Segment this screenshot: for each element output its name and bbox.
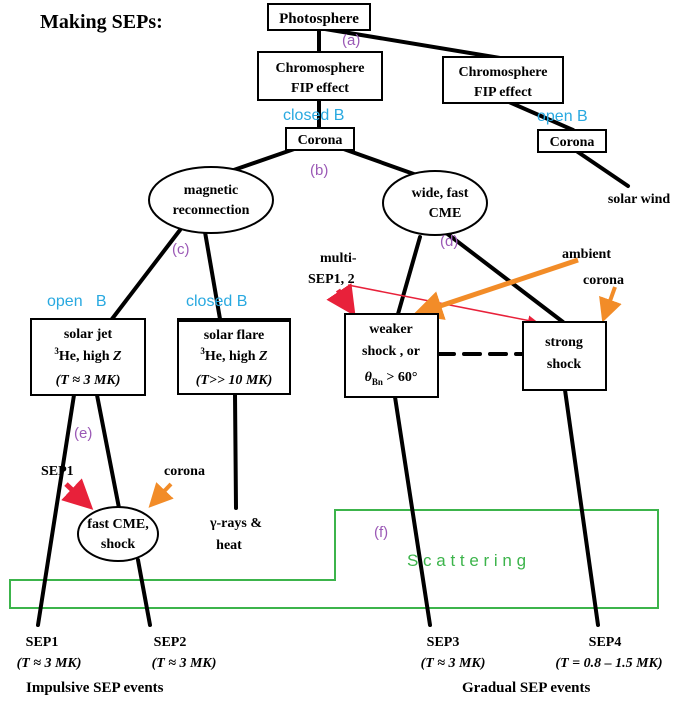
gamma-rays-line2: heat [216,538,242,553]
output-sep4: SEP4 (T = 0.8 – 1.5 MK) [555,635,662,671]
ambient-corona-line2: corona [583,273,624,288]
label-open-b-left: open B [47,293,107,310]
svg-text:3He, high Z: 3He, high Z [200,346,268,364]
svg-text:solar flare: solar flare [204,328,265,343]
svg-text:(T ≈ 3 MK): (T ≈ 3 MK) [152,656,217,671]
red-arrow-multi-sep [326,283,356,317]
svg-text:θBn > 60°: θBn > 60° [365,370,418,387]
footer-impulsive: Impulsive SEP events [26,680,164,696]
svg-text:wide, fast: wide, fast [412,186,469,201]
node-solar-jet: solar jet 3He, high Z (T ≈ 3 MK) [30,318,146,396]
orange-arrow-ambient-weaker [412,257,579,320]
svg-text:Corona: Corona [550,135,595,150]
svg-text:(T ≈ 3 MK): (T ≈ 3 MK) [17,656,82,671]
svg-text:weaker: weaker [369,322,413,337]
output-sep3: SEP3 (T ≈ 3 MK) [421,635,486,671]
svg-text:strong: strong [545,335,583,350]
diagram-title: Making SEPs: [40,11,163,33]
svg-text:reconnection: reconnection [173,203,250,218]
node-corona-right: Corona [537,129,607,153]
svg-text:fast CME,: fast CME, [87,517,148,532]
svg-text:SEP4: SEP4 [589,635,622,650]
svg-text:CME: CME [429,206,462,221]
solar-wind-label: solar wind [608,192,671,207]
svg-text:(T ≈ 3 MK): (T ≈ 3 MK) [56,373,121,388]
svg-text:(T ≈ 3 MK): (T ≈ 3 MK) [421,656,486,671]
node-magnetic-reconnection: magnetic reconnection [148,166,274,234]
svg-text:SEP1: SEP1 [26,635,59,650]
label-c: (c) [172,241,190,258]
gamma-rays-line1: γ-rays & [209,516,262,531]
node-chromosphere-left: Chromosphere FIP effect [257,51,383,101]
svg-text:SEP3: SEP3 [427,635,460,650]
output-sep1: SEP1 (T ≈ 3 MK) [17,635,82,671]
label-b: (b) [310,162,328,179]
scattering-label: S c a t t e r i n g [407,551,526,570]
scattering-region [9,509,659,609]
svg-text:Chromosphere: Chromosphere [276,61,365,76]
node-wide-fast-cme: wide, fast CME [382,170,488,236]
orange-arrow-ambient-strong [599,286,622,323]
red-arrow-sep1-fastcme [61,478,94,510]
node-weaker-shock: weaker shock , or θBn > 60° [344,313,439,398]
svg-text:shock: shock [101,537,135,552]
node-photosphere: Photosphere [267,3,371,31]
svg-text:Chromosphere: Chromosphere [459,65,548,80]
svg-text:SEP2: SEP2 [154,635,187,650]
label-closed-b-left: closed B [186,293,247,310]
node-chromosphere-right: Chromosphere FIP effect [442,56,564,104]
label-d: (d) [440,233,458,250]
svg-text:FIP effect: FIP effect [474,85,532,100]
svg-text:Photosphere: Photosphere [279,11,359,27]
svg-text:shock , or: shock , or [362,344,420,359]
footer-gradual: Gradual SEP events [462,680,591,696]
tree-edges [36,26,630,627]
svg-text:shock: shock [547,357,581,372]
label-e: (e) [74,425,92,442]
label-a: (a) [342,32,360,49]
svg-text:solar jet: solar jet [64,327,113,342]
corona-label: corona [164,464,205,479]
svg-text:magnetic: magnetic [184,183,238,198]
node-solar-flare: solar flare 3He, high Z (T>> 10 MK) [177,318,291,395]
multi-sep-line2: SEP1, 2 [308,272,355,287]
svg-text:3He, high Z: 3He, high Z [54,346,122,364]
svg-text:(T = 0.8 – 1.5 MK): (T = 0.8 – 1.5 MK) [555,656,662,671]
sep1-mid-label: SEP1 [41,464,74,479]
orange-arrow-corona-fastcme [148,482,174,508]
node-strong-shock: strong shock [522,321,607,391]
svg-text:(T>> 10 MK): (T>> 10 MK) [196,373,273,388]
output-sep2: SEP2 (T ≈ 3 MK) [152,635,217,671]
multi-sep-line1: multi- [320,251,357,266]
svg-text:FIP effect: FIP effect [291,81,349,96]
label-closed-b-top: closed B [283,107,344,124]
svg-text:Corona: Corona [298,133,343,148]
node-fast-cme-shock: fast CME, shock [77,506,159,562]
label-f: (f) [374,524,388,541]
ambient-corona-line1: ambient [562,247,611,262]
label-open-b-right: open B [537,108,588,125]
node-corona-left: Corona [285,127,355,151]
